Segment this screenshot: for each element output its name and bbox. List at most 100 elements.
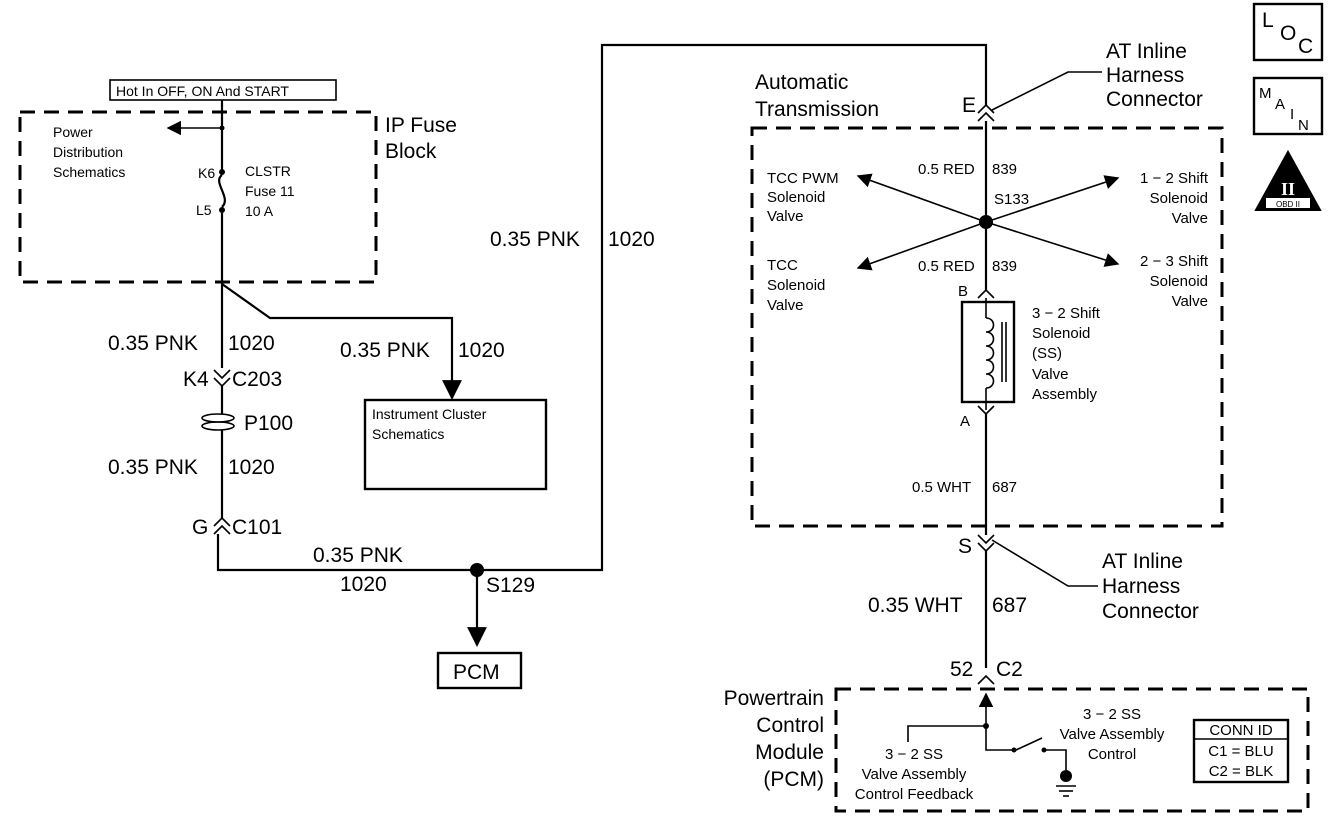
loc-icon (1252, 2, 1324, 62)
wire-branch-gauge: 0.35 PNK (340, 339, 430, 362)
solenoid-coil-icon (985, 317, 995, 389)
at-inline-top-leader (991, 71, 1102, 111)
pcm-module-box (834, 687, 1310, 813)
feedback-lead (907, 725, 986, 742)
wire-riser-circuit: 1020 (608, 228, 655, 251)
ground-dot (1060, 770, 1072, 782)
power-dist-label-3: Schematics (53, 164, 125, 180)
shift-32-2: Solenoid (1032, 325, 1090, 342)
connector-s-icon (977, 534, 995, 553)
wire-main-circuit-1: 1020 (228, 332, 275, 355)
c2-pin: 52 (950, 658, 973, 681)
connector-b-icon (977, 288, 995, 299)
obd-ii-label: OBD II (1276, 200, 1300, 209)
wire-839-gauge-1: 0.5 RED (918, 161, 975, 178)
loc-icon-c: C (1298, 35, 1313, 58)
wire-839-gauge-2: 0.5 RED (918, 258, 975, 275)
pin-a: A (960, 413, 970, 430)
p100-label: P100 (244, 412, 293, 435)
at-inline-bottom-leader (991, 539, 1098, 587)
ss-control-2: Valve Assembly (1060, 726, 1165, 743)
tcc-3: Valve (767, 297, 803, 314)
wire-687-circuit-1: 687 (992, 479, 1017, 496)
fuse-pin-top-label: K6 (198, 165, 215, 181)
solenoid-32-box (960, 300, 1016, 404)
wire-1020-branch (221, 283, 462, 400)
spoke-shift-23 (985, 221, 1120, 267)
shift-12-2: Solenoid (1150, 190, 1208, 207)
shift-32-1: 3 − 2 Shift (1032, 305, 1101, 322)
wire-main-circuit-2: 1020 (228, 456, 275, 479)
at-inline-bottom-3: Connector (1102, 600, 1199, 623)
wire-bottom-circuit: 1020 (340, 573, 387, 596)
hot-label: Hot In OFF, ON And START (116, 83, 289, 99)
main-icon (1252, 76, 1324, 136)
shift-32-3: (SS) (1032, 345, 1062, 362)
instrument-cluster-label-2: Schematics (372, 426, 444, 442)
ip-fuse-block-label-2: Block (385, 140, 437, 163)
loc-icon-o: O (1280, 22, 1296, 45)
c101-pin: G (192, 516, 208, 539)
wire-main-gauge-2: 0.35 PNK (108, 456, 198, 479)
connector-c203-icon (213, 369, 231, 388)
pcm-box (436, 651, 523, 690)
transmission-box (750, 126, 1224, 528)
p100-icon-top (201, 413, 235, 423)
tcc-pwm-3: Valve (767, 208, 803, 225)
instrument-cluster-label-1: Instrument Cluster (372, 406, 487, 422)
pcm-module-4: (PCM) (763, 768, 824, 791)
wire-839-circuit-1: 839 (992, 161, 1017, 178)
main-icon-m: M (1259, 85, 1272, 102)
wire-687-gauge-1: 0.5 WHT (912, 479, 971, 496)
at-inline-top-1: AT Inline (1106, 40, 1187, 63)
power-dist-label-1: Power (53, 124, 93, 140)
switch-contact-1 (1011, 747, 1017, 753)
tcc-pwm-2: Solenoid (767, 189, 825, 206)
conn-id-row2: C2 = BLK (1209, 763, 1274, 780)
p100-icon-bottom (201, 421, 235, 431)
shift-23-3: Valve (1172, 293, 1208, 310)
auto-trans-label-1: Automatic (755, 71, 848, 94)
fuse-pin-bottom-label: L5 (196, 202, 212, 218)
spoke-shift-12 (985, 175, 1120, 223)
splice-s133 (979, 215, 993, 229)
conn-id-row1: C1 = BLU (1208, 743, 1273, 760)
shift-12-3: Valve (1172, 210, 1208, 227)
tcc-pwm-1: TCC PWM (767, 170, 839, 187)
c203-name: C203 (232, 368, 282, 391)
pcm-module-3: Module (755, 741, 824, 764)
at-inline-bottom-2: Harness (1102, 575, 1180, 598)
main-icon-a: A (1275, 96, 1285, 113)
main-icon-i: I (1290, 106, 1294, 123)
ss-feedback-2: Valve Assembly (862, 766, 967, 783)
fuse-name-1: CLSTR (245, 163, 291, 179)
ss-control-1: 3 − 2 SS (1083, 706, 1141, 723)
shift-32-4: Valve (1032, 366, 1068, 383)
obd-ii-band (1266, 198, 1310, 208)
tcc-1: TCC (767, 257, 798, 274)
connector-c2-icon (977, 674, 995, 685)
ground-lead (1046, 749, 1067, 770)
c101-name: C101 (232, 516, 282, 539)
wire-main-gauge-1: 0.35 PNK (108, 332, 198, 355)
c203-pin: K4 (183, 368, 209, 391)
switch-contact-2 (1041, 747, 1047, 753)
pcm-module-2: Control (756, 714, 824, 737)
tcc-2: Solenoid (767, 277, 825, 294)
s133-label: S133 (994, 191, 1029, 208)
at-inline-top-3: Connector (1106, 88, 1203, 111)
pcm-module-1: Powertrain (724, 687, 824, 710)
fuse-rating: 10 A (245, 203, 274, 219)
auto-trans-label-2: Transmission (755, 98, 879, 121)
fuse-pin-top (219, 169, 225, 175)
conn-id-title: CONN ID (1209, 722, 1273, 739)
loc-icon-l: L (1262, 9, 1274, 32)
wire-bottom-gauge: 0.35 PNK (313, 544, 403, 567)
fuse-pin-bottom (219, 207, 225, 213)
main-icon-n: N (1298, 117, 1309, 134)
shift-32-5: Assembly (1032, 386, 1098, 403)
conn-id-table (1192, 718, 1290, 784)
fuse-name-2: Fuse 11 (245, 183, 295, 199)
shift-23-1: 2 − 3 Shift (1140, 253, 1209, 270)
